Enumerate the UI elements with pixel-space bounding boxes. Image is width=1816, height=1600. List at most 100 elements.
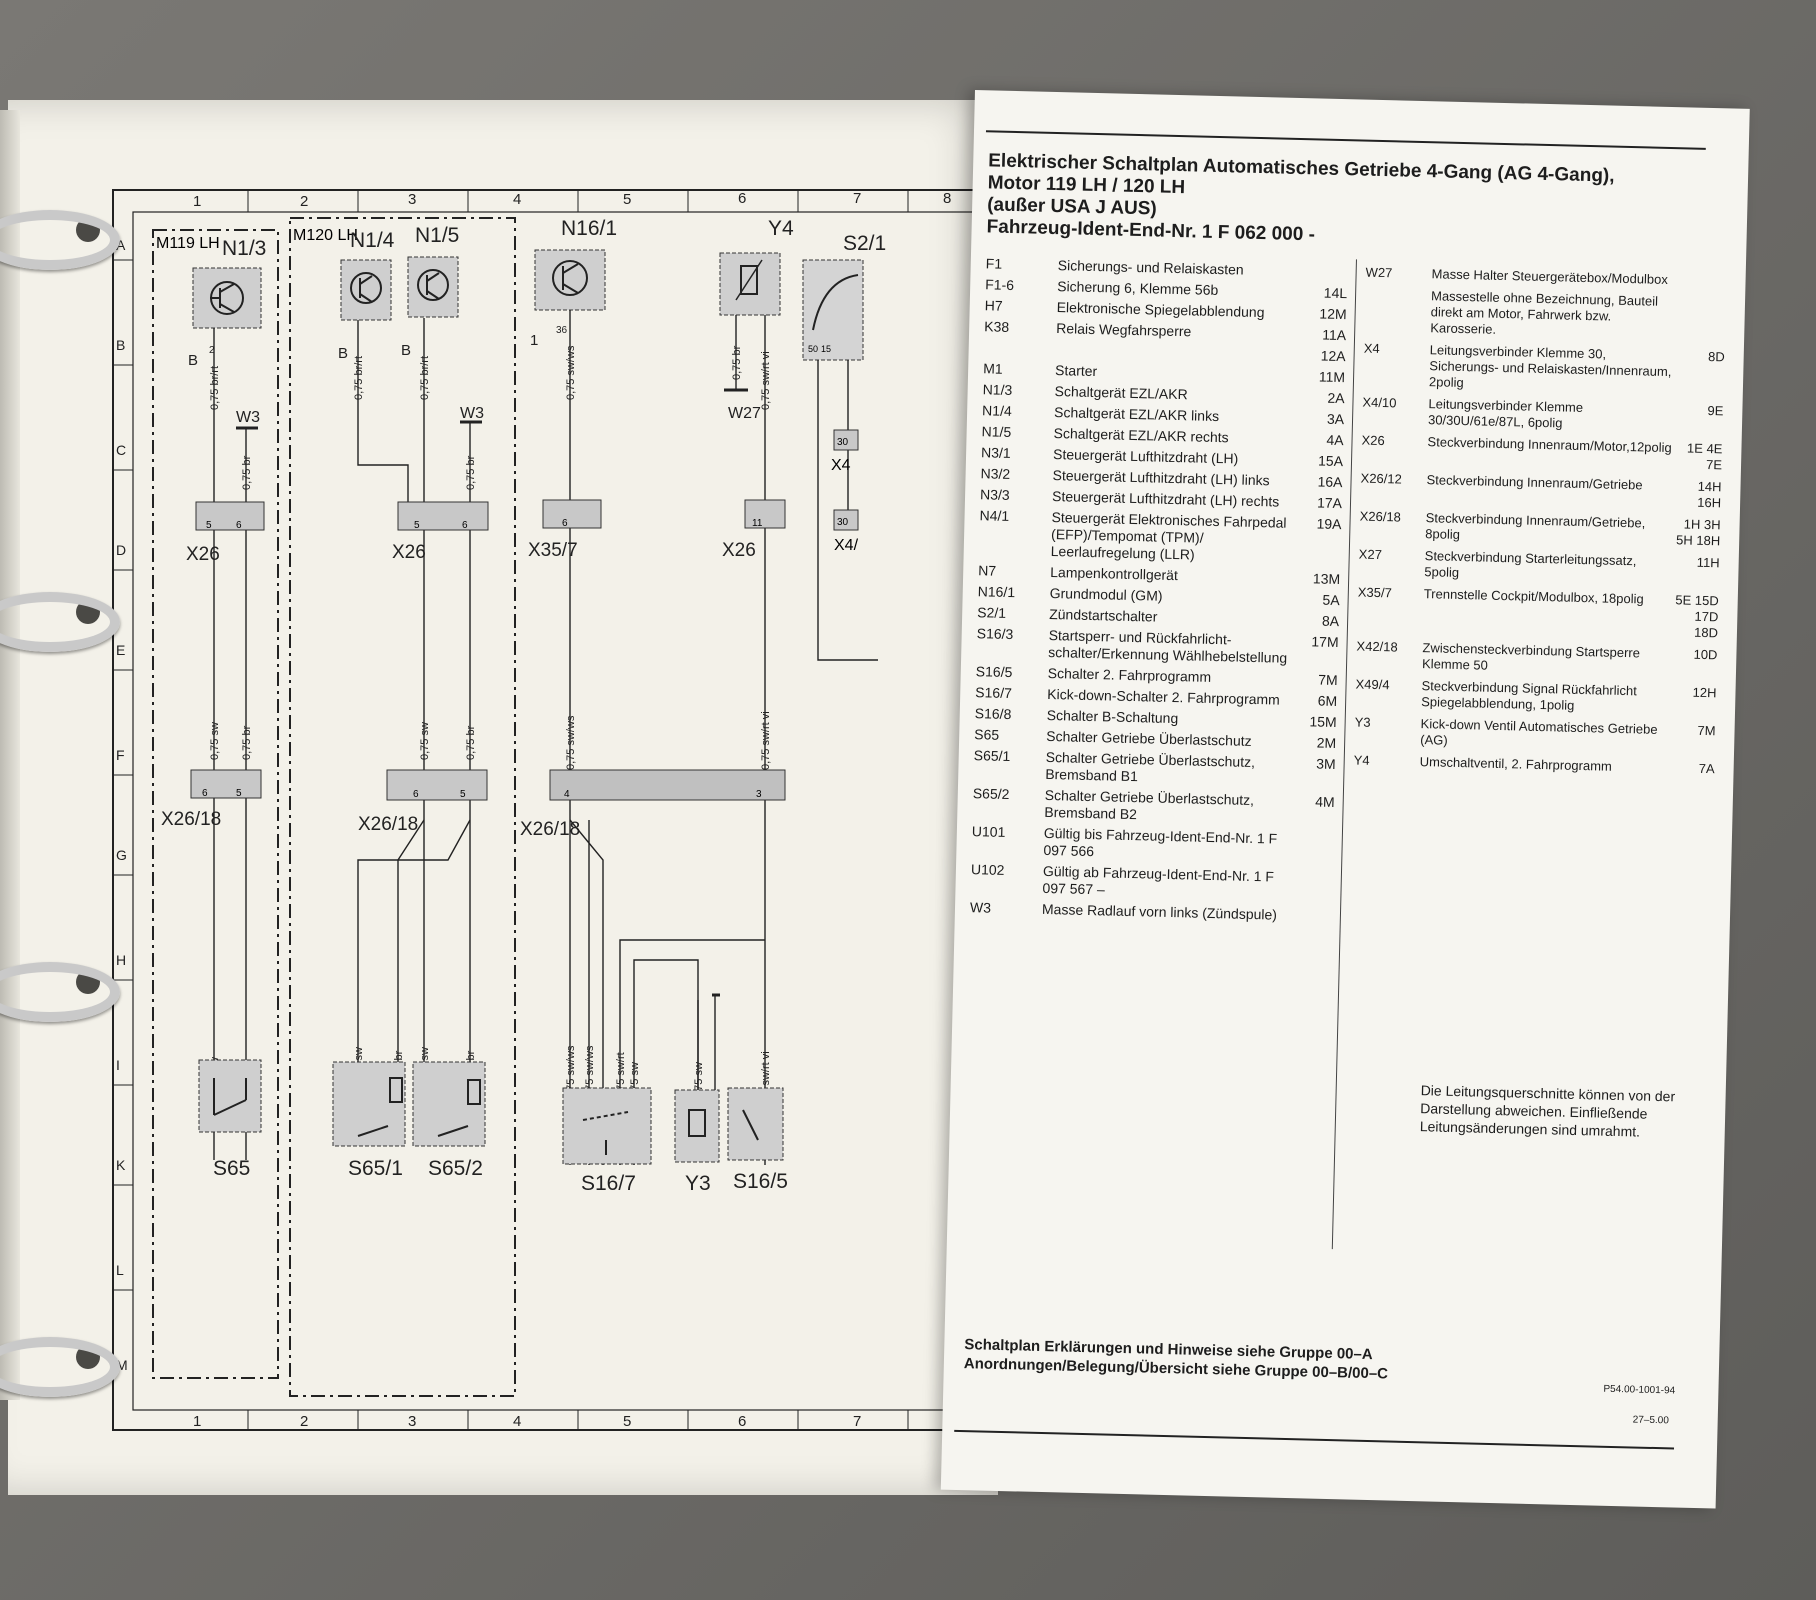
svg-text:5: 5: [414, 520, 420, 531]
connector-x4: 30 X4 30 X4/ 50 15: [808, 344, 859, 554]
legend-grid-ref: 11H: [1696, 554, 1720, 571]
svg-text:5: 5: [206, 520, 212, 531]
legend-grid-ref: 5A: [1322, 591, 1340, 609]
wire-label: 0,75 br: [241, 725, 253, 760]
group-label-m120: M120 LH: [293, 227, 358, 244]
col-label-top: 4: [513, 191, 521, 208]
legend-grid-ref: [1283, 831, 1334, 866]
row-label: D: [116, 542, 126, 558]
wire-label: 0,75 sw/ws: [565, 1045, 577, 1100]
ground-label-w27: W27: [728, 405, 761, 422]
col-label-top: 6: [738, 190, 746, 207]
connector-x26-18-mid: 6 5: [386, 769, 488, 801]
legend-code: S65/1: [973, 747, 1011, 765]
connector-label: X26/18: [520, 819, 580, 840]
legend-description: Leitungsverbinder Klemme 30, Sicherungs-…: [1428, 342, 1672, 391]
legend-description: Kick-down Ventil Automatisches Getriebe …: [1420, 716, 1658, 748]
legend-grid-ref: [1675, 294, 1726, 343]
connector-x26-left: 5 6: [195, 501, 265, 531]
wire-label: 0,75 br/rt: [209, 366, 221, 410]
svg-text:6: 6: [202, 788, 208, 799]
legend-description: Steckverbindung Starterleitungssatz, 5po…: [1424, 548, 1637, 580]
legend-grid-ref: 4A: [1326, 431, 1344, 449]
ignition-switch-s2-1: [802, 259, 864, 361]
wire-label: 0,75 br: [241, 455, 253, 490]
row-label: B: [116, 337, 125, 353]
col-label-top: 1: [193, 193, 201, 210]
legend-description: Lampenkontrollgerät: [1050, 563, 1179, 584]
label-s16-7: S16/7: [581, 1172, 636, 1195]
legend-code: X26/18: [1359, 508, 1402, 525]
legend-description: Steuergerät Elektronisches Fahrpedal (EF…: [1050, 509, 1287, 563]
top-rule: [985, 130, 1706, 150]
legend-row: Massestelle ohne Bezeichnung, Bauteil di…: [1364, 287, 1726, 344]
legend-description: Trennstelle Cockpit/Modulbox, 18polig: [1423, 586, 1644, 607]
bottom-rule: [954, 1429, 1675, 1450]
binder-spine: [0, 110, 20, 1400]
row-label: C: [116, 442, 126, 458]
legend-grid-ref: 12A: [1320, 347, 1346, 365]
legend-code: M1: [983, 360, 1003, 377]
col-label-top: 8: [943, 190, 951, 207]
legend-code: N3/1: [980, 444, 1011, 461]
wire-label: 0,75 sw: [419, 722, 431, 760]
legend-grid-ref: 7A: [1698, 760, 1715, 777]
connector-x35-7: 6: [542, 499, 602, 529]
legend-description: Steckverbindung Innenraum/Getriebe, 8pol…: [1425, 510, 1646, 542]
svg-text:50: 50: [808, 344, 818, 354]
valve-y3: [674, 1089, 720, 1163]
legend-grid-ref: 15A: [1317, 452, 1344, 470]
doc-number: P54.00-1001-94: [1603, 1383, 1676, 1397]
legend-code: N1/5: [981, 423, 1012, 440]
schematic-page: 1 2 3 4 5 6 7 8 1 2 3 4 5 6 7 8 A: [8, 100, 998, 1495]
svg-text:15: 15: [821, 344, 831, 354]
legend-code: [1364, 287, 1431, 337]
row-label: G: [116, 847, 127, 863]
pin-label: B: [188, 352, 198, 369]
legend-code: S2/1: [977, 604, 1007, 621]
col-label-bottom: 6: [738, 1413, 746, 1430]
wire-label: 0,75 sw/ws: [565, 345, 577, 400]
label-n1-5: N1/5: [415, 224, 459, 247]
legend-grid-ref: 3A: [1326, 410, 1345, 428]
legend-code: X27: [1358, 546, 1383, 563]
legend-code: U101: [971, 823, 1006, 840]
control-unit-n1-4: [340, 259, 392, 321]
document-title: Elektrischer Schaltplan Automatisches Ge…: [986, 150, 1708, 256]
row-label: M: [116, 1357, 128, 1373]
row-label: K: [116, 1157, 126, 1173]
legend-description: Schalter B-Schaltung: [1046, 706, 1179, 727]
col-label-top: 7: [853, 190, 861, 207]
wire-label: 0,75 br/rt: [419, 356, 431, 400]
svg-text:6: 6: [413, 789, 419, 800]
legend-grid-ref: 12H: [1692, 684, 1717, 701]
connector-x26-18-left: 6 5: [190, 769, 262, 799]
svg-text:30: 30: [837, 437, 849, 448]
control-unit-n1-3: [192, 267, 262, 329]
ground-label-w3: W3: [460, 405, 484, 422]
connector-x26-mid: 5 6: [397, 501, 489, 531]
legend-description: Schaltgerät EZL/AKR links: [1053, 404, 1220, 425]
legend-grid-ref: 15M: [1309, 713, 1337, 731]
legend-grid-ref: 7M: [1318, 671, 1338, 689]
pin-label: B: [401, 342, 411, 359]
legend-description: Umschaltventil, 2. Fahrprogramm: [1419, 754, 1613, 774]
legend-grid-ref: 2A: [1327, 389, 1345, 407]
connector-label: X35/7: [528, 540, 578, 561]
svg-text:X4: X4: [831, 457, 851, 474]
legend-description: Sicherungs- und Relaiskasten: [1057, 257, 1244, 278]
legend-code: Y3: [1354, 714, 1371, 730]
pin-label: B: [338, 345, 348, 362]
legend-code: U102: [970, 861, 1005, 878]
row-label: F: [116, 747, 125, 763]
